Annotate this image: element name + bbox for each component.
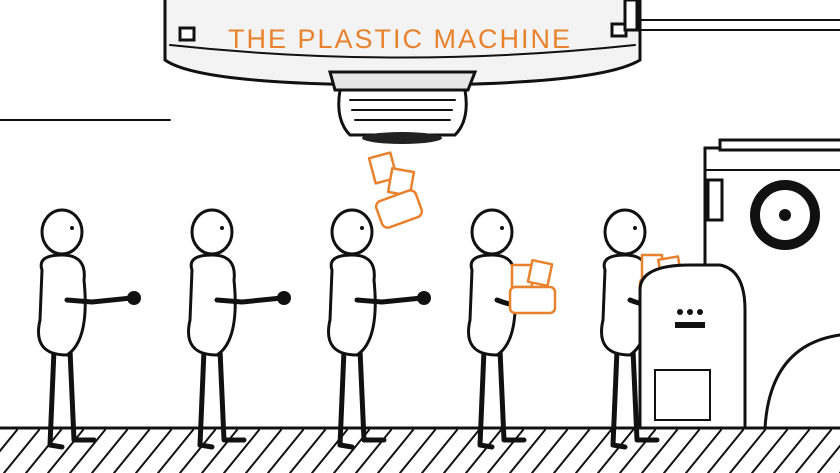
gear-icon <box>750 180 820 250</box>
conveyor-stripe <box>421 429 458 473</box>
conveyor-stripe <box>641 429 678 473</box>
conveyor-stripe <box>487 429 524 473</box>
person-2 <box>187 208 291 450</box>
conveyor-stripe <box>3 429 40 473</box>
conveyor-stripe <box>685 429 722 473</box>
conveyor-stripe <box>707 429 744 473</box>
conveyor-stripe <box>773 429 810 473</box>
conveyor-stripe <box>157 429 194 473</box>
plastic-machine: THE PLASTIC MACHINE <box>163 0 642 144</box>
person-5 <box>600 208 687 450</box>
conveyor-stripe <box>135 429 172 473</box>
recycling-machine <box>638 138 840 430</box>
machine-label: THE PLASTIC MACHINE <box>228 24 572 54</box>
conveyor-stripe <box>113 429 150 473</box>
conveyor-stripe <box>245 429 282 473</box>
conveyor-stripe <box>201 429 238 473</box>
conveyor-stripe <box>47 429 84 473</box>
conveyor-stripe <box>355 429 392 473</box>
conveyor-stripe <box>223 429 260 473</box>
conveyor-stripe <box>817 444 840 473</box>
conveyor-belt <box>0 426 840 473</box>
conveyor-stripe <box>399 429 436 473</box>
conveyor-stripe <box>553 429 590 473</box>
conveyor-stripe <box>267 429 304 473</box>
conveyor-stripe <box>619 429 656 473</box>
people-queue <box>37 208 687 450</box>
person-1 <box>37 208 141 450</box>
conveyor-stripe <box>179 429 216 473</box>
conveyor-stripe <box>597 429 634 473</box>
conveyor-stripe <box>751 429 788 473</box>
conveyor-stripe <box>0 429 18 453</box>
machine-nozzle <box>328 70 478 144</box>
person-4 <box>467 208 554 450</box>
conveyor-stripe <box>69 429 106 473</box>
conveyor-stripe <box>289 429 326 473</box>
control-panel <box>654 309 711 421</box>
conveyor-stripe <box>729 429 766 473</box>
background-wall <box>0 19 840 121</box>
falling-plastic-items <box>367 151 424 229</box>
conveyor-stripe <box>663 429 700 473</box>
conveyor-stripe <box>795 429 832 473</box>
conveyor-stripe <box>91 429 128 473</box>
conveyor-stripe <box>575 429 612 473</box>
conveyor-stripe <box>25 429 62 473</box>
person-3 <box>327 208 431 450</box>
conveyor-stripe <box>443 429 480 473</box>
held-plastic-4 <box>508 258 557 315</box>
conveyor-stripe <box>465 429 502 473</box>
conveyor-stripe <box>377 429 414 473</box>
conveyor-stripe <box>531 429 568 473</box>
conveyor-stripe <box>509 429 546 473</box>
